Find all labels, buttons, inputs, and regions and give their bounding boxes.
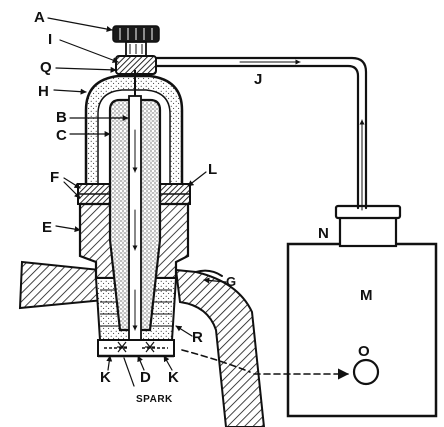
pipe-j bbox=[148, 56, 368, 211]
label-q: Q bbox=[40, 59, 52, 76]
label-n: N bbox=[318, 225, 329, 242]
label-a: A bbox=[34, 9, 45, 26]
label-j: J bbox=[254, 71, 262, 88]
label-c: C bbox=[56, 127, 67, 144]
labels: A I Q H B C F E L J N M O G R K D K SPAR… bbox=[34, 9, 373, 405]
label-m: M bbox=[360, 287, 373, 304]
label-f: F bbox=[50, 169, 59, 186]
label-h: H bbox=[38, 83, 49, 100]
spark-gap bbox=[97, 339, 175, 358]
label-b: B bbox=[56, 109, 67, 126]
cylinder-wall bbox=[18, 260, 266, 427]
flow-arrow bbox=[181, 349, 350, 380]
tank-m bbox=[286, 204, 438, 418]
label-spark: SPARK bbox=[136, 394, 173, 405]
knob-a bbox=[112, 25, 160, 57]
label-i: I bbox=[48, 31, 52, 48]
spark-star-right bbox=[145, 341, 155, 353]
label-l: L bbox=[208, 161, 217, 178]
leader-lines bbox=[47, 17, 227, 387]
label-o: O bbox=[358, 343, 370, 360]
label-g: G bbox=[226, 274, 236, 289]
label-k-left: K bbox=[100, 369, 111, 386]
label-r: R bbox=[192, 329, 203, 346]
spark-star-left bbox=[117, 341, 127, 353]
label-e: E bbox=[42, 219, 52, 236]
electrode-b bbox=[128, 70, 142, 355]
label-k-right: K bbox=[168, 369, 179, 386]
label-d: D bbox=[140, 369, 151, 386]
